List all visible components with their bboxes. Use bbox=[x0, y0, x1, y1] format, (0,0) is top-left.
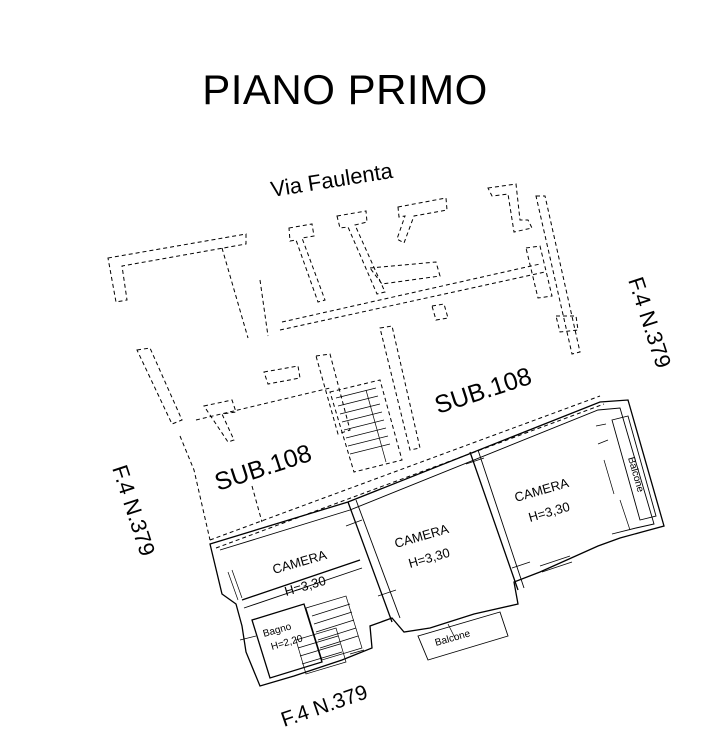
room-height: H=3,30 bbox=[527, 499, 572, 525]
room-camera-middle: CAMERA H=3,30 bbox=[393, 521, 452, 571]
parcel-label-bottom: F.4 N.379 bbox=[278, 681, 370, 732]
balcony-label-bottom: Balcone bbox=[434, 628, 472, 649]
parcel-label-left: F.4 N.379 bbox=[107, 462, 160, 559]
page-title: PIANO PRIMO bbox=[202, 66, 488, 113]
room-camera-left: CAMERA H=3,30 bbox=[271, 547, 329, 599]
street-label: Via Faulenta bbox=[269, 158, 395, 202]
room-camera-right: CAMERA H=3,30 bbox=[513, 475, 572, 525]
room-height: H=3,30 bbox=[283, 573, 328, 599]
balcony-label-right: Balcone bbox=[625, 456, 646, 494]
parcel-label-right: F.4 N.379 bbox=[623, 274, 676, 371]
stairwell bbox=[329, 379, 403, 473]
room-name: CAMERA bbox=[271, 547, 329, 577]
room-height: H=3,30 bbox=[407, 545, 452, 571]
sub-label-lower-left: SUB.108 bbox=[211, 439, 315, 497]
sub-label-upper-right: SUB.108 bbox=[431, 362, 535, 420]
apartment-walls bbox=[209, 399, 665, 687]
neighbour-outlines bbox=[107, 183, 605, 549]
